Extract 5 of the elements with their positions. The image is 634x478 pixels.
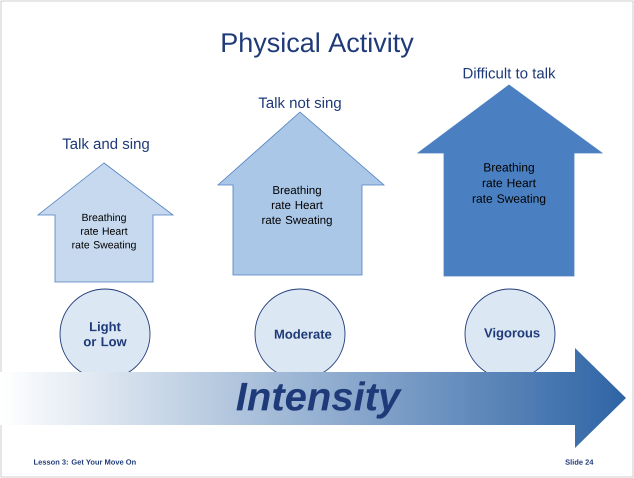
arrow-heading: Talk and sing — [62, 138, 149, 152]
arrow-heading: Talk not sing — [258, 97, 341, 111]
intensity-arrow: Intensity — [236, 381, 402, 419]
title: Physical Activity — [222, 32, 414, 58]
arrow-heading: Difficult to talk — [464, 68, 556, 78]
